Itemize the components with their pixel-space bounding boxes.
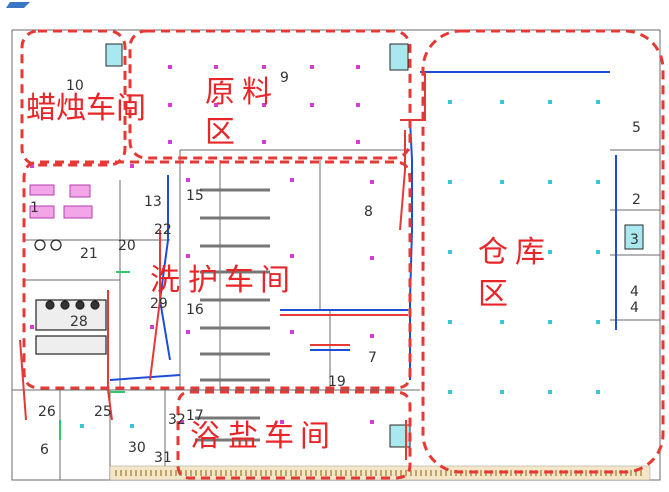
room-number: 19: [328, 374, 346, 390]
green-pipe-network: [59, 271, 130, 440]
company-logo: [6, 2, 30, 8]
room-number: 26: [38, 404, 56, 420]
room-number: 20: [118, 238, 136, 254]
equipment-cluster-2: [34, 239, 107, 355]
zone-label-bath-1: 浴: [190, 419, 220, 454]
room-number: 6: [40, 442, 49, 458]
zone-label-raw-3: 区: [205, 115, 235, 150]
zone-label-raw-1: 原: [205, 75, 235, 110]
column-markers: [30, 65, 600, 428]
room-number: 2: [632, 192, 641, 208]
red-pipe-network: [19, 72, 426, 460]
zone-label-bath-4: 间: [300, 419, 330, 454]
zone-wax-workshop-outline: [20, 29, 127, 167]
zone-label-bath-2: 盐: [228, 419, 258, 454]
room-number: 32: [168, 412, 186, 428]
room-number: 25: [94, 404, 112, 420]
zone-labels: 蜡烛车间 原 料 区 仓 库 区 洗 护 车 间 浴 盐 车 间: [26, 75, 545, 454]
room-number: 1: [30, 200, 39, 216]
room-number: 16: [186, 302, 204, 318]
room-number: 31: [154, 450, 172, 466]
zone-label-bath-3: 车: [264, 419, 294, 454]
room-number: 9: [280, 70, 289, 86]
zone-label-raw-2: 料: [242, 75, 272, 110]
room-number: 4: [630, 300, 639, 316]
zone-label-warehouse-3: 区: [478, 277, 508, 312]
zone-label-wash-3: 车: [224, 263, 254, 298]
room-number: 5: [632, 120, 641, 136]
workbench-lines: [195, 188, 270, 442]
zone-label-warehouse-1: 仓: [478, 235, 508, 270]
zone-label-wax: 蜡烛车间: [26, 91, 146, 126]
zone-outlines: [20, 29, 665, 480]
blue-pipe-network: [109, 71, 617, 381]
room-number: 13: [144, 194, 162, 210]
zone-label-wash-2: 护: [188, 263, 218, 298]
room-number: 30: [128, 440, 146, 456]
zone-warehouse-outline: [421, 29, 665, 474]
room-number: 17: [186, 408, 204, 424]
room-number: 7: [368, 350, 377, 366]
zone-label-wash-1: 洗: [150, 263, 180, 298]
room-number: 15: [186, 188, 204, 204]
room-number: 8: [364, 204, 373, 220]
room-number: 22: [154, 222, 172, 238]
zone-label-wash-4: 间: [260, 263, 290, 298]
room-number: 3: [630, 232, 639, 248]
room-number: 4: [630, 284, 639, 300]
bottom-loading-strip: [109, 465, 651, 481]
zone-raw-material-outline: [128, 29, 412, 160]
room-number: 21: [80, 246, 98, 262]
room-number: 10: [66, 78, 84, 94]
equipment-cluster-1: [29, 184, 93, 219]
room-number: 28: [70, 314, 88, 330]
room-numbers: 10 9 5 8 1 13 15 21 22 20 28 29 16 7 19 …: [30, 70, 641, 466]
room-number: 29: [150, 296, 168, 312]
zone-label-warehouse-2: 库: [515, 235, 545, 270]
